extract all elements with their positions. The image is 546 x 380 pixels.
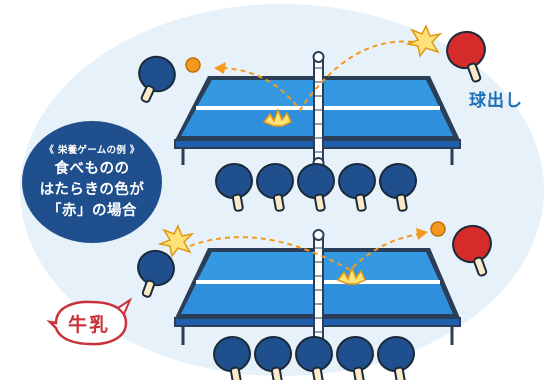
milk-speech-bubble: 牛乳: [46, 298, 132, 348]
impact-burst-icon: [157, 224, 195, 258]
bounce-burst-icon: [262, 107, 292, 127]
bounce-burst-icon: [336, 265, 366, 285]
serve-label: 球出し: [469, 91, 523, 111]
impact-burst-icon: [405, 24, 443, 58]
bottom-trajectory: [189, 233, 421, 272]
ball-icon: [185, 57, 201, 73]
speech-bubble-shape: [46, 298, 132, 346]
badge-line-1: 食べものの: [54, 161, 130, 177]
bottom-net: [312, 229, 325, 349]
top-arrow-head: [214, 62, 226, 74]
top-net: [312, 51, 325, 169]
badge-line-3: 「赤」の場合: [47, 203, 137, 219]
title-badge: 《 栄養ゲームの例 》 食べものの はたらきの色が 「赤」の場合: [22, 121, 162, 243]
top-trajectory: [221, 40, 414, 112]
ball-icon: [430, 221, 446, 237]
bottom-arrow-head: [416, 228, 428, 240]
milk-label: 牛乳: [67, 313, 110, 336]
badge-line-2: はたらきの色が: [39, 182, 145, 198]
badge-subtitle: 《 栄養ゲームの例 》: [44, 145, 140, 156]
